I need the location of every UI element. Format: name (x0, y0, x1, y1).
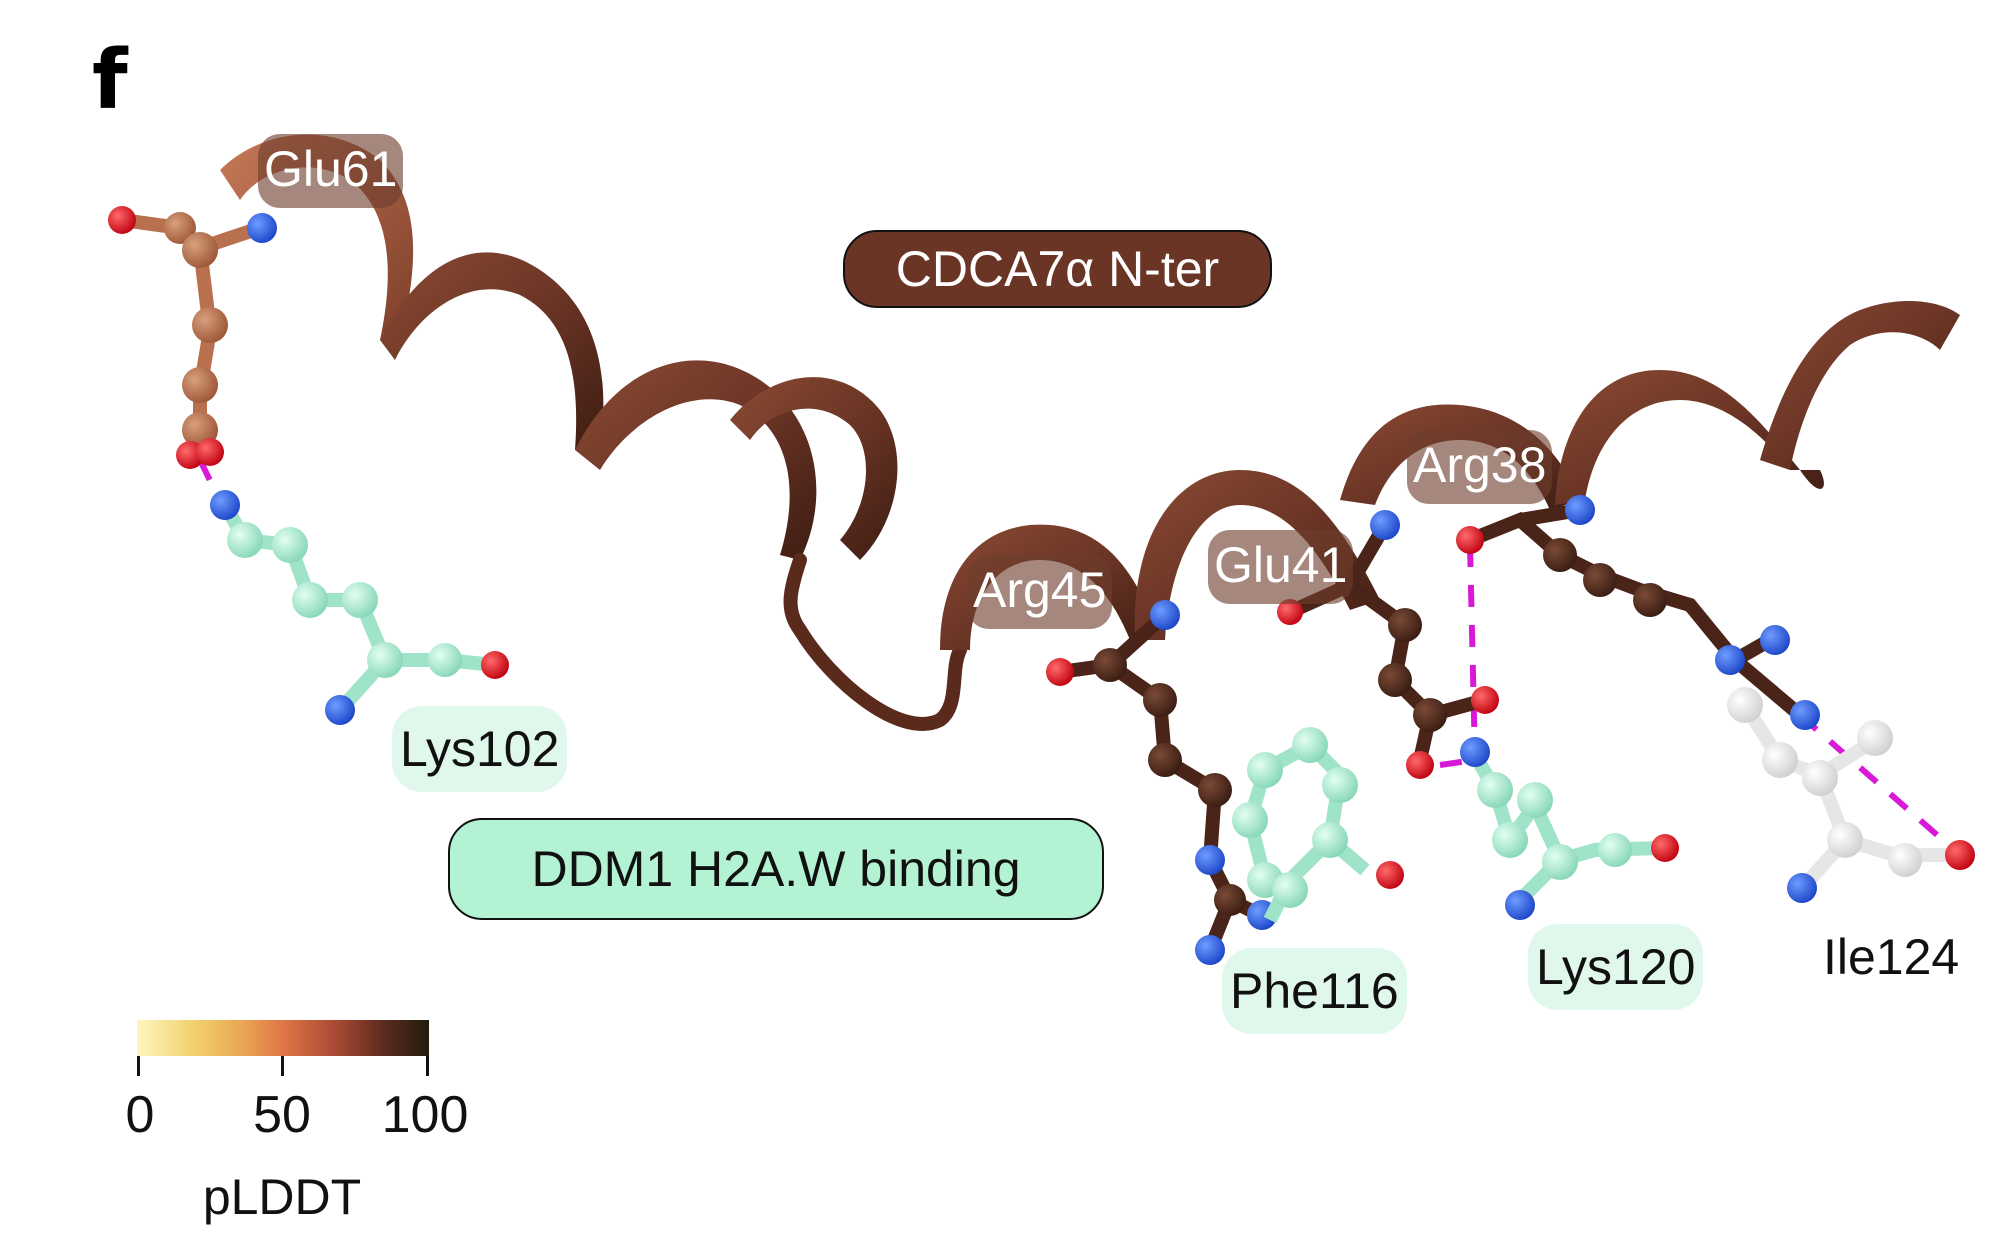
colorbar-tick-50 (281, 1056, 284, 1076)
hbond-arg38-ile124 (1798, 712, 1962, 858)
residue-label-arg38: Arg38 (1407, 430, 1553, 504)
residue-label-lys120: Lys120 (1528, 924, 1704, 1010)
helix-turn-8 (1555, 370, 1824, 505)
colorbar-tick-100 (426, 1056, 429, 1076)
hbond-arg38-lys120 (1467, 544, 1478, 761)
lys102-sidechain (210, 490, 509, 725)
arg38-sidechain (1456, 495, 1820, 730)
residue-label-lys102: Lys102 (392, 706, 568, 792)
helix-turn-9 (1760, 300, 1960, 470)
cdca7-helix-ribbon (220, 134, 1960, 731)
plddt-colorbar (137, 1020, 429, 1056)
loop (783, 553, 967, 731)
helix-turn-6 (1134, 470, 1380, 640)
colorbar-tick-0 (137, 1056, 140, 1076)
helix-turn-4 (730, 377, 898, 560)
helix-turn-2 (380, 252, 604, 450)
colorbar-title: pLDDT (202, 1169, 362, 1225)
hbond-glu41-lys120 (1439, 757, 1476, 768)
residue-label-ile124: Ile124 (1823, 929, 1960, 985)
ddm1-domain-label: DDM1 H2A.W binding (448, 818, 1104, 920)
colorbar-ticklabel-50: 50 (253, 1086, 311, 1144)
colorbar-ticklabel-0: 0 (125, 1086, 155, 1144)
phe116-sidechain (1232, 727, 1404, 924)
residue-label-arg45: Arg45 (967, 555, 1113, 629)
arg45-sidechain (1046, 600, 1277, 965)
lys120-sidechain (1460, 737, 1679, 920)
residue-label-glu61: Glu61 (258, 134, 404, 208)
residue-label-glu41: Glu41 (1208, 530, 1354, 604)
cdca7-domain-label: CDCA7α N-ter (843, 230, 1272, 308)
colorbar-ticklabel-100: 100 (381, 1086, 469, 1144)
ile124-sidechain (1727, 687, 1975, 903)
panel-letter: f (92, 33, 128, 128)
residue-label-phe116: Phe116 (1222, 948, 1407, 1034)
glu61-sidechain (108, 206, 277, 469)
